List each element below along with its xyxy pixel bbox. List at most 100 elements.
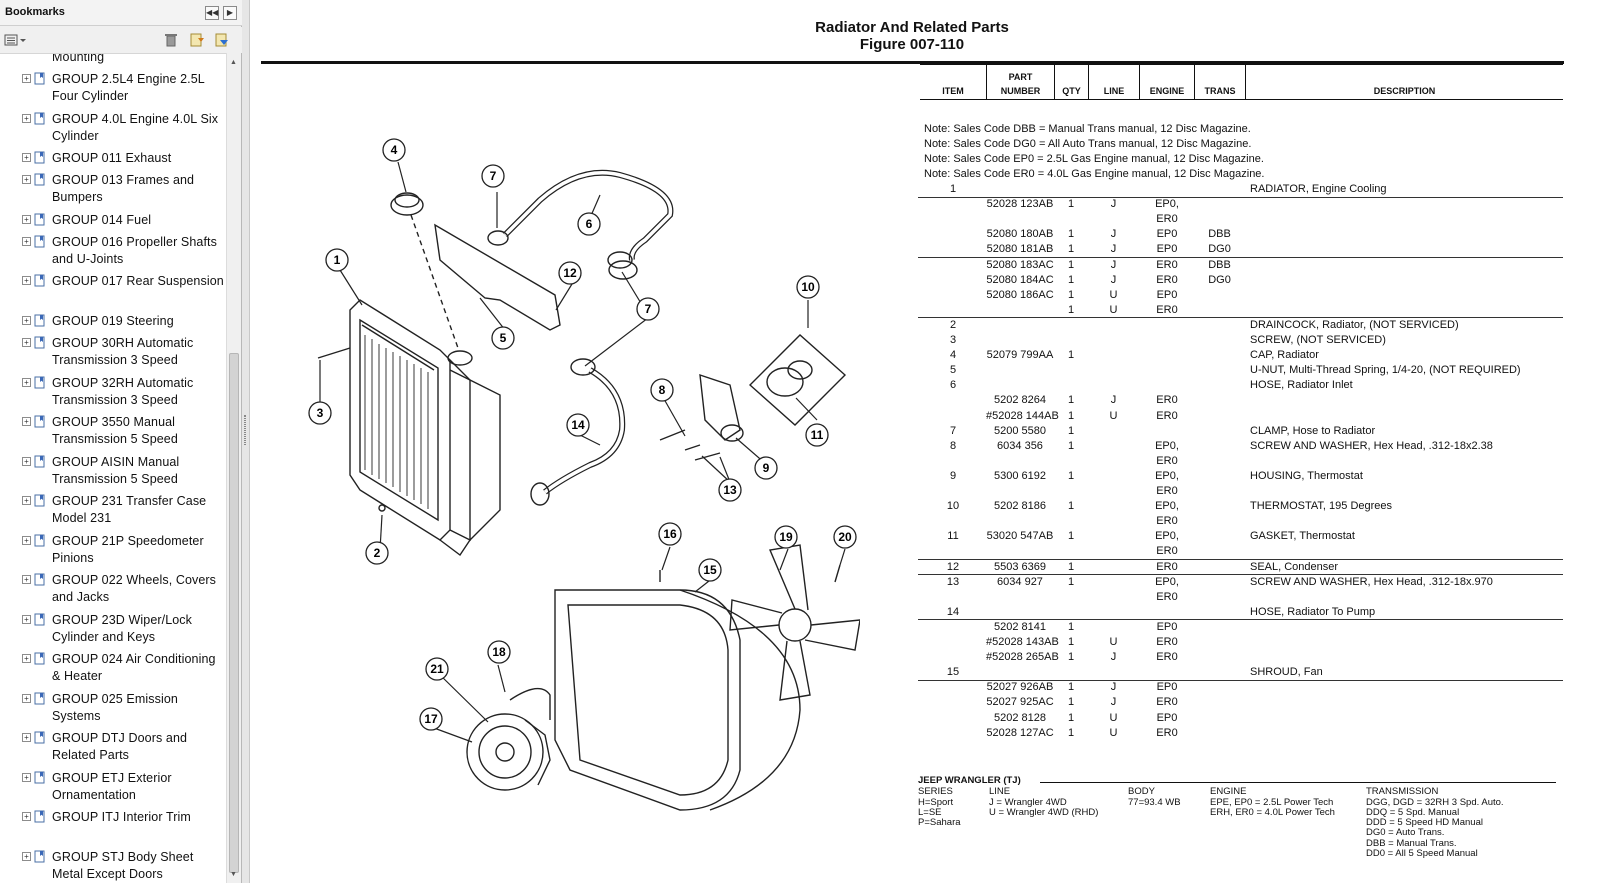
table-cell-line: J [1110,651,1117,664]
table-cell-desc: CLAMP, Hose to Radiator [1250,424,1376,437]
expand-toggle-icon[interactable]: + [22,575,31,585]
expand-toggle-icon[interactable]: + [22,733,31,743]
col-header-part-number: NUMBER [1000,86,1041,96]
expand-toggle-icon[interactable]: + [22,236,31,246]
table-cell-item: 2 [949,318,957,331]
bookmark-icon [34,112,45,124]
table-cell-qty: 1 [1067,696,1075,709]
expand-toggle-icon[interactable]: + [22,772,31,782]
table-row-rule [918,317,1563,319]
expand-panel-button[interactable]: ▶ [223,6,237,20]
expand-toggle-icon[interactable]: + [22,851,31,861]
bookmark-label: GROUP 32RH Automatic Transmission 3 Spee… [52,375,194,407]
new-bookmark-icon[interactable] [189,32,205,48]
bookmark-label: GROUP DTJ Doors and Related Parts [52,731,188,763]
svg-text:18: 18 [492,645,506,659]
bookmark-icon [34,534,45,547]
table-cell-qty: 1 [1067,469,1075,482]
table-cell-qty: 1 [1067,394,1075,407]
table-cell-engine: EP0 [1156,288,1178,301]
bookmark-icon [34,376,45,389]
callout-11: 11 [805,423,829,447]
panel-splitter[interactable] [242,0,250,883]
expand-toggle-icon[interactable]: + [22,812,31,822]
callout-18: 18 [487,640,511,664]
expand-toggle-icon[interactable]: + [22,693,31,703]
bookmark-properties-icon[interactable] [214,32,230,48]
bookmark-icon [34,415,45,428]
expand-toggle-icon[interactable]: + [22,654,31,664]
table-cell-trans: DG0 [1208,243,1231,256]
expand-toggle-icon[interactable]: + [22,614,31,624]
svg-text:7: 7 [645,302,652,316]
expand-toggle-icon[interactable]: + [22,214,31,224]
expand-toggle-icon[interactable]: + [22,74,31,83]
table-cell-desc: SCREW AND WASHER, Hex Head, .312-18x2.38 [1250,439,1493,452]
table-cell-engine: ER0 [1156,590,1178,603]
table-cell-part: 6034 356 [997,439,1043,452]
expand-toggle-icon[interactable]: + [22,456,31,466]
bookmark-label: GROUP 231 Transfer Case Model 231 [52,494,207,526]
table-cell-engine: EP0 [1156,711,1178,724]
expand-toggle-icon[interactable]: + [22,175,31,185]
callout-4: 4 [382,138,406,162]
expand-toggle-icon[interactable]: + [22,153,31,162]
scroll-down-icon[interactable]: ▼ [230,871,237,878]
table-cell-part: 52028 123AB [986,198,1054,211]
callout-9: 9 [754,456,778,480]
table-cell-qty: 1 [1067,651,1075,664]
table-cell-engine: ER0 [1156,651,1178,664]
table-cell-line: U [1109,711,1118,724]
expand-toggle-icon[interactable]: + [22,338,31,348]
vehicle-name: JEEP WRANGLER (TJ) [918,775,1021,786]
svg-text:1: 1 [334,253,341,267]
scroll-up-icon[interactable]: ▲ [230,59,237,66]
callout-7a: 7 [481,164,505,188]
expand-toggle-icon[interactable]: + [22,417,31,427]
table-cell-item: 3 [949,334,957,346]
line-value: J = Wrangler 4WD [989,797,1067,808]
table-cell-engine: ER0 [1156,726,1178,739]
table-cell-part: 52080 183AC [986,258,1054,271]
table-cell-part: 5202 8186 [994,500,1046,513]
options-menu-icon[interactable] [4,32,28,48]
bookmarks-panel: Bookmarks ◀◀ ▶ [0,0,242,883]
expand-toggle-icon[interactable]: + [22,276,31,286]
table-cell-item: 14 [946,605,960,618]
table-cell-part: 5202 8128 [994,711,1046,724]
table-cell-item: 9 [949,469,957,482]
table-cell-item: 4 [949,349,957,362]
bookmark-icon [34,455,45,468]
bookmark-icon [34,72,45,85]
collapse-panel-button[interactable]: ◀◀ [205,6,219,20]
callout-19: 19 [774,525,798,549]
table-cell-part: 52080 186AC [986,288,1054,301]
bookmark-icon [34,652,45,665]
table-cell-qty: 1 [1067,711,1075,724]
scrollbar-thumb[interactable] [229,353,239,873]
table-cell-item: 11 [947,530,959,543]
table-row-rule [918,196,1563,198]
expand-toggle-icon[interactable]: + [22,113,31,123]
expand-toggle-icon[interactable]: + [22,535,31,545]
expand-toggle-icon[interactable]: + [22,315,31,325]
table-cell-part: 5202 8264 [994,394,1046,407]
table-cell-part: #52028 144AB [986,409,1059,422]
table-cell-qty: 1 [1067,575,1075,588]
bookmark-label: GROUP 30RH Automatic Transmission 3 Spee… [52,336,194,368]
table-cell-item: 1 [949,183,957,195]
expand-toggle-icon[interactable]: + [22,377,31,387]
transmission-value: DBB = Manual Trans. [1366,838,1457,849]
radiator-drawing [349,299,501,557]
table-cell-engine: ER0 [1156,273,1178,286]
svg-text:3: 3 [317,406,324,420]
table-cell-engine: ER0 [1156,258,1178,271]
expand-toggle-icon[interactable]: + [22,496,31,506]
svg-text:15: 15 [703,563,717,577]
delete-bookmark-icon[interactable] [164,32,178,48]
callout-5: 5 [491,326,515,350]
bookmarks-scrollbar[interactable]: ▲ ▼ [226,53,241,883]
callout-6: 6 [577,212,601,236]
table-cell-line: U [1109,409,1118,422]
table-cell-line: J [1110,228,1117,241]
